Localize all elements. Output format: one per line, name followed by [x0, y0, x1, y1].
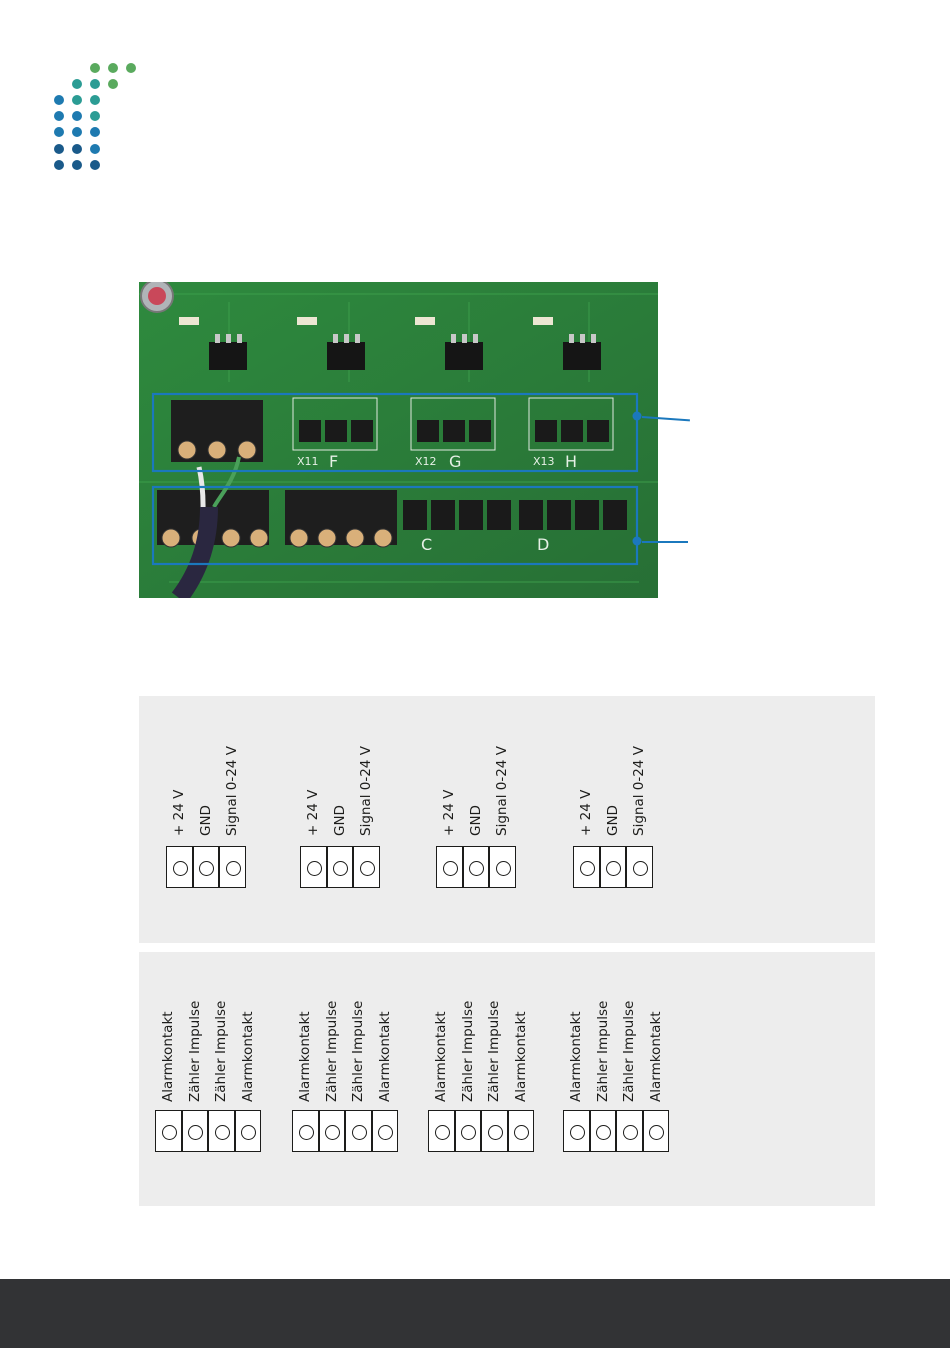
counter-terminal	[208, 1110, 235, 1152]
sensor-terminal	[573, 846, 600, 888]
counter-terminal	[292, 1110, 319, 1152]
logo-dot	[108, 79, 118, 89]
counter-terminal	[563, 1110, 590, 1152]
sensor-terminal	[436, 846, 463, 888]
terminal-label: Alarmkontakt	[568, 1011, 585, 1102]
logo-dot	[72, 95, 82, 105]
page-footer	[0, 1279, 950, 1348]
terminal-label: Zähler Impulse	[621, 1000, 638, 1102]
terminal-label: Signal 0-24 V	[631, 746, 648, 836]
logo-dot	[90, 63, 100, 73]
logo-dot	[54, 95, 64, 105]
logo-dot	[72, 79, 82, 89]
pcb-label-x13: X13	[533, 455, 555, 468]
terminal-label: Alarmkontakt	[297, 1011, 314, 1102]
terminal-label: Alarmkontakt	[512, 1011, 529, 1102]
sensor-terminal	[166, 846, 193, 888]
terminal-label: + 24 V	[171, 789, 188, 836]
terminal-label: Signal 0-24 V	[494, 746, 511, 836]
logo-dot	[90, 144, 100, 154]
highlight-box-bottom	[151, 485, 639, 566]
counter-terminal	[616, 1110, 643, 1152]
logo-dot	[72, 111, 82, 121]
counter-terminal	[428, 1110, 455, 1152]
logo-dot	[72, 144, 82, 154]
sensor-terminal	[489, 846, 516, 888]
logo-dot	[54, 111, 64, 121]
logo-dot	[54, 144, 64, 154]
sensor-terminal-panel: + 24 V GND Signal 0-24 V + 24 V GND Signal 0-…	[139, 696, 875, 943]
counter-terminal	[345, 1110, 372, 1152]
logo-dot	[54, 160, 64, 170]
terminal-label: Zähler Impulse	[594, 1000, 611, 1102]
pcb-label-x11: X11	[297, 455, 319, 468]
callout-line-bottom	[642, 541, 688, 543]
counter-terminal	[507, 1110, 534, 1152]
terminal-label: + 24 V	[305, 789, 322, 836]
terminal-label: GND	[467, 805, 484, 836]
counter-terminal	[318, 1110, 345, 1152]
callout-dot-top	[632, 411, 642, 421]
sensor-terminal	[300, 846, 327, 888]
logo-dot	[90, 111, 100, 121]
callout-dot-bottom	[632, 536, 642, 546]
terminal-label: Zähler Impulse	[459, 1000, 476, 1102]
terminal-label: Signal 0-24 V	[224, 746, 241, 836]
terminal-label: Signal 0-24 V	[358, 746, 375, 836]
logo-dot	[72, 160, 82, 170]
pcb-label-d: D	[537, 535, 549, 554]
terminal-label: Zähler Impulse	[186, 1000, 203, 1102]
terminal-label: Zähler Impulse	[213, 1000, 230, 1102]
terminal-label: + 24 V	[578, 789, 595, 836]
logo-dot	[54, 127, 64, 137]
sensor-terminal	[192, 846, 219, 888]
terminal-label: GND	[197, 805, 214, 836]
logo-dot	[90, 95, 100, 105]
logo-dot	[126, 63, 136, 73]
terminal-label: Alarmkontakt	[160, 1011, 177, 1102]
counter-terminal	[234, 1110, 261, 1152]
terminal-label: Alarmkontakt	[239, 1011, 256, 1102]
sensor-terminal	[219, 846, 246, 888]
counter-terminal	[481, 1110, 508, 1152]
terminal-label: Zähler Impulse	[486, 1000, 503, 1102]
logo-dot	[90, 127, 100, 137]
pcb-photo: X11 F X12 G X13 H C D	[139, 282, 658, 598]
logo-dot	[108, 63, 118, 73]
pcb-label-h: H	[565, 452, 577, 471]
pcb-label-x12: X12	[415, 455, 437, 468]
counter-terminal	[155, 1110, 182, 1152]
highlight-box-top	[151, 392, 639, 473]
counter-terminal	[181, 1110, 208, 1152]
terminal-label: GND	[331, 805, 348, 836]
terminal-label: Zähler Impulse	[350, 1000, 367, 1102]
terminal-label: Alarmkontakt	[647, 1011, 664, 1102]
sensor-terminal	[626, 846, 653, 888]
logo-dot	[90, 79, 100, 89]
sensor-terminal	[462, 846, 489, 888]
sensor-terminal	[599, 846, 626, 888]
terminal-label: GND	[604, 805, 621, 836]
counter-terminal	[589, 1110, 616, 1152]
pcb-label-g: G	[449, 452, 461, 471]
terminal-label: + 24 V	[441, 789, 458, 836]
company-logo-icon	[50, 60, 160, 185]
counter-terminal	[454, 1110, 481, 1152]
pcb-label-c: C	[421, 535, 432, 554]
counter-terminal	[371, 1110, 398, 1152]
counter-terminal	[642, 1110, 669, 1152]
terminal-label: Alarmkontakt	[376, 1011, 393, 1102]
terminal-label: Zähler Impulse	[323, 1000, 340, 1102]
sensor-terminal	[353, 846, 380, 888]
counter-terminal-panel: Alarmkontakt Zähler Impulse Zähler Impulse…	[139, 952, 875, 1206]
sensor-terminal	[326, 846, 353, 888]
logo-dot	[72, 127, 82, 137]
pcb-label-f: F	[329, 452, 338, 471]
logo-dot	[90, 160, 100, 170]
terminal-label: Alarmkontakt	[433, 1011, 450, 1102]
